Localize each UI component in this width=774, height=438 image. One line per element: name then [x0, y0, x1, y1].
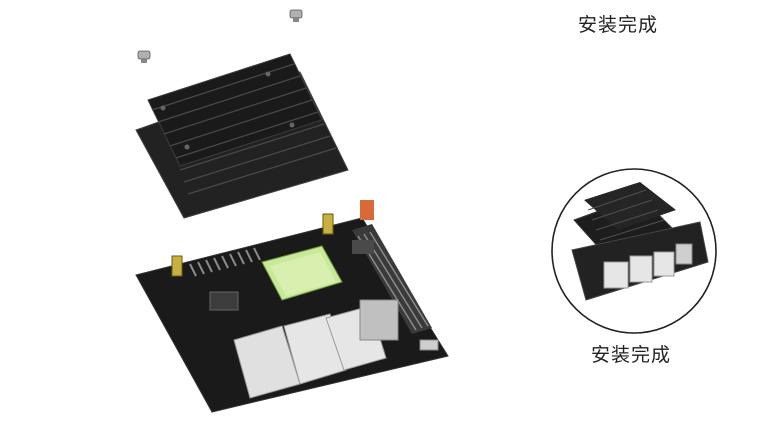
board-icon [135, 200, 449, 413]
detail-circle-icon [551, 168, 717, 334]
caption-bottom: 安装完成 [591, 344, 672, 366]
screw-icon [137, 50, 151, 63]
screw-icon [289, 9, 303, 22]
heatsink-icon [135, 53, 349, 219]
caption-top: 安装完成 [578, 14, 659, 36]
usb-ports [233, 299, 439, 399]
